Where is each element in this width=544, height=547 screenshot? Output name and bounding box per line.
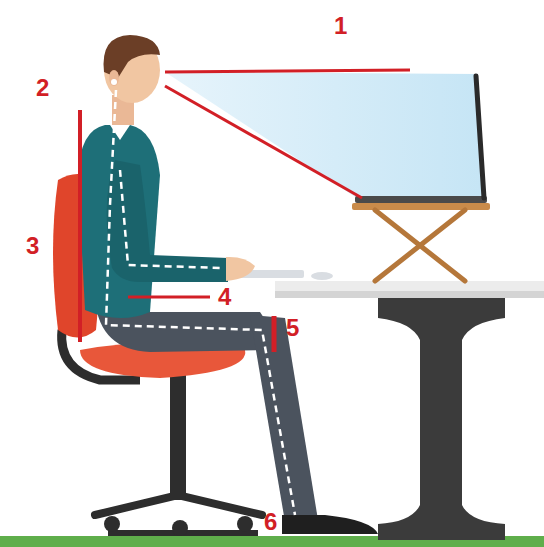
stand-top [352,203,490,210]
chair-post [170,370,186,500]
desk-top [275,281,544,291]
laptop-screen [476,76,484,198]
desk-leg [378,298,505,540]
sight-line [165,86,362,198]
arm [107,160,228,282]
mouse [311,272,333,280]
back-line [78,110,82,342]
callout-number: 6 [264,510,277,534]
view-cone [165,72,484,200]
eye-level-line [165,70,410,72]
caster [237,516,253,532]
ear [109,70,119,86]
caster [104,516,120,532]
hand [226,257,255,281]
caster [172,520,188,536]
posture-line [106,90,295,515]
stand-legs [375,210,465,281]
knee-gap-line [272,316,277,352]
callout-number: 2 [36,76,49,100]
laptop-base [355,196,487,203]
elbow-line [128,296,210,299]
earphone [111,79,117,85]
arm-line [120,170,220,268]
desk-edge [275,291,544,298]
lower-leg [250,315,318,522]
callout-number: 1 [334,14,347,38]
callout-number: 4 [218,285,231,309]
callout-number: 3 [26,234,39,258]
callout-number: 5 [286,316,299,340]
shoe [282,515,378,534]
